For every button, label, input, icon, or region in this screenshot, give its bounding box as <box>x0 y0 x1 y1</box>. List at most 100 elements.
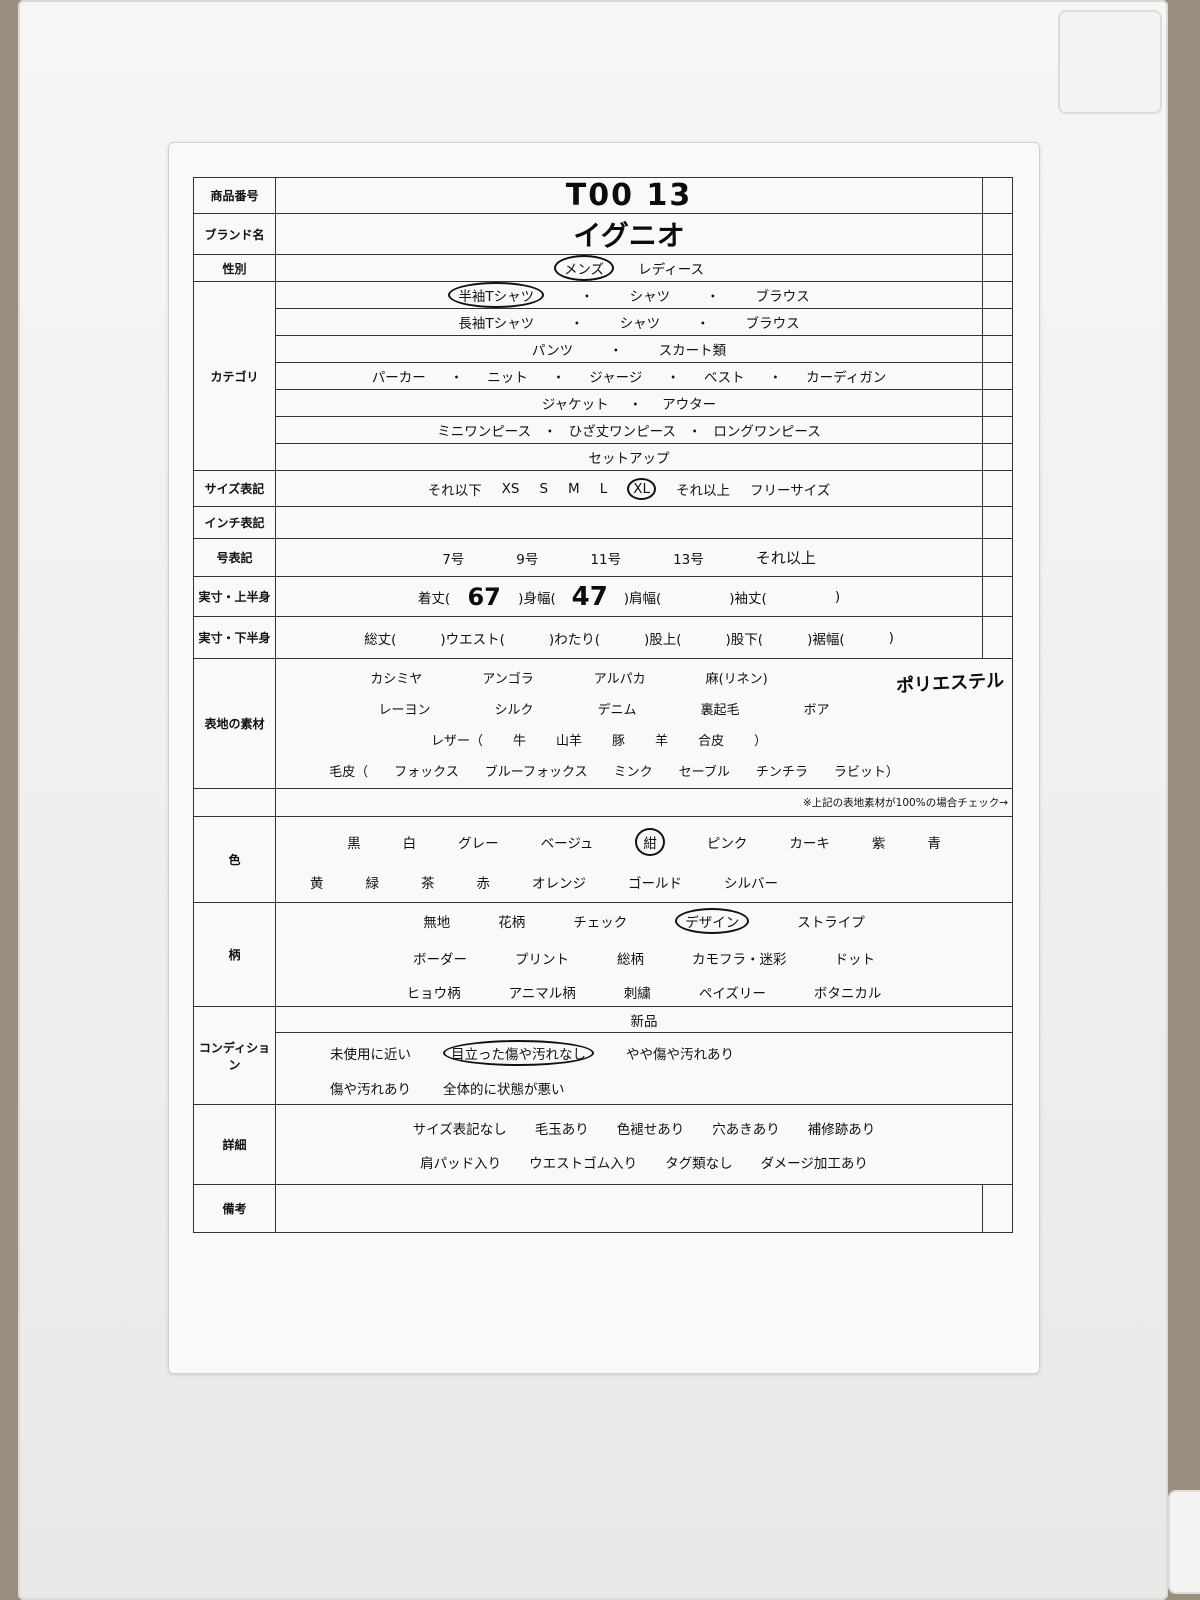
width-field-label: )身幅( <box>518 590 556 607</box>
hem-field: )裾幅( <box>807 631 845 648</box>
color-option: 緑 <box>365 875 380 892</box>
product-no-label: 商品番号 <box>193 177 276 214</box>
category-separator: ・ <box>580 289 594 305</box>
category-shirt: シャツ <box>629 289 671 305</box>
gender-option-mens: メンズ <box>553 255 615 281</box>
category-setup: セットアップ <box>588 451 670 467</box>
fur-option: ブルーフォックス <box>484 764 588 780</box>
clipboard: 商品番号 T00 13 ブランド名 イグニオ 性別 メンズ レディース <box>18 0 1200 1600</box>
category-separator: ・ <box>768 370 783 386</box>
color-option: ベージュ <box>540 835 594 852</box>
shoulder-field-label: )肩幅( <box>623 590 662 607</box>
inseam-field: )股下( <box>725 631 764 648</box>
fur-option: ラビット） <box>833 764 899 780</box>
color-option: オレンジ <box>532 875 586 892</box>
material-option: アンゴラ <box>482 671 534 687</box>
width-value: 47 <box>571 581 608 612</box>
category-cardigan: カーディガン <box>806 370 887 386</box>
size-option: M <box>568 480 580 497</box>
pattern-option: カモフラ・迷彩 <box>692 951 787 968</box>
lower-label: 実寸・下半身 <box>193 616 276 659</box>
category-label: カテゴリ <box>193 281 276 471</box>
pattern-option: 総柄 <box>617 951 644 968</box>
category-mini-onepiece: ミニワンピース <box>437 424 532 440</box>
condition-option: 未使用に近い <box>330 1046 411 1063</box>
color-option: 青 <box>927 835 941 852</box>
thigh-field: )わたり( <box>548 631 600 648</box>
fur-option: ミンク <box>613 764 653 780</box>
product-form: 商品番号 T00 13 ブランド名 イグニオ 性別 メンズ レディース <box>193 177 1013 1233</box>
details-option: ダメージ加工あり <box>760 1155 868 1172</box>
leather-option: 牛 <box>512 733 526 749</box>
category-separator: ・ <box>706 289 720 305</box>
size-option: XS <box>501 480 520 497</box>
details-option: 穴あきあり <box>712 1121 780 1138</box>
category-long-onepiece: ロングワンピース <box>713 424 821 440</box>
category-separator: ・ <box>570 316 584 332</box>
material-option: カシミヤ <box>370 671 423 687</box>
category-separator: ・ <box>543 424 557 440</box>
details-option: 毛玉あり <box>534 1121 589 1138</box>
size-option: それ以下 <box>427 482 482 499</box>
gender-label: 性別 <box>193 254 276 282</box>
inch-label: インチ表記 <box>193 506 276 539</box>
pattern-option: ドット <box>834 951 876 968</box>
size-option-selected: XL <box>627 477 657 500</box>
details-option: 色褪せあり <box>616 1121 685 1138</box>
pattern-option: ボーダー <box>413 951 467 968</box>
condition-label: コンディション <box>193 1006 276 1105</box>
length-value: 67 <box>467 582 501 611</box>
size-option: フリーサイズ <box>750 482 831 499</box>
condition-option: やや傷や汚れあり <box>626 1046 734 1063</box>
category-jersey: ジャージ <box>589 370 643 386</box>
color-option: ゴールド <box>628 875 682 892</box>
condition-option: 全体的に状態が悪い <box>443 1081 565 1098</box>
form-table: 商品番号 T00 13 ブランド名 イグニオ 性別 メンズ レディース <box>193 177 1013 1233</box>
color-option: 黄 <box>310 875 324 892</box>
color-option: シルバー <box>724 875 778 892</box>
material-option: 麻(リネン) <box>705 671 768 687</box>
fur-option: フォックス <box>394 764 459 780</box>
condition-option: 傷や汚れあり <box>330 1081 411 1098</box>
plastic-sleeve: 商品番号 T00 13 ブランド名 イグニオ 性別 メンズ レディース <box>168 142 1040 1374</box>
clip-corner-bottom <box>1168 1490 1200 1594</box>
length-field-label: 着丈( <box>417 590 451 607</box>
category-shirt: シャツ <box>619 316 661 332</box>
gou-option: 13号 <box>673 551 704 568</box>
category-separator: ・ <box>609 343 623 359</box>
rise-field: )股上( <box>643 631 682 648</box>
category-skirt: スカート類 <box>658 343 727 359</box>
pattern-option: 花柄 <box>498 914 526 931</box>
pattern-option: チェック <box>573 914 628 931</box>
remarks-label: 備考 <box>193 1184 276 1233</box>
fur-option: セーブル <box>678 764 730 780</box>
details-option: ウエストゴム入り <box>529 1155 638 1172</box>
gou-option: 11号 <box>590 551 622 568</box>
pattern-option: ボタニカル <box>813 985 882 1002</box>
category-blouse: ブラウス <box>745 316 800 332</box>
color-option: 赤 <box>476 875 491 892</box>
total-length-field: 総丈( <box>364 631 397 648</box>
brand-value: イグニオ <box>573 219 685 252</box>
color-label: 色 <box>193 816 276 903</box>
pattern-option: ストライプ <box>797 914 865 931</box>
paren-close: ) <box>834 588 841 605</box>
color-option: 茶 <box>421 875 435 892</box>
leather-open: レザー（ <box>430 733 483 749</box>
paren-close: ) <box>888 629 894 646</box>
color-option: ピンク <box>706 835 748 852</box>
leather-close: ） <box>754 733 768 749</box>
upper-label: 実寸・上半身 <box>193 576 276 617</box>
category-separator: ・ <box>449 370 464 386</box>
fur-open: 毛皮（ <box>329 764 369 780</box>
gender-option-ladies: レディース <box>638 262 705 278</box>
pattern-option-selected: デザイン <box>675 907 750 934</box>
waist-field: )ウエスト( <box>440 631 505 648</box>
details-option: 肩パッド入り <box>420 1155 502 1172</box>
pattern-option: ヒョウ柄 <box>406 985 461 1002</box>
leather-option: 山羊 <box>555 733 582 749</box>
category-knee-onepiece: ひざ丈ワンピース <box>568 424 676 440</box>
pattern-option: ペイズリー <box>698 985 766 1002</box>
condition-new: 新品 <box>630 1013 658 1030</box>
color-option: グレー <box>458 835 499 852</box>
